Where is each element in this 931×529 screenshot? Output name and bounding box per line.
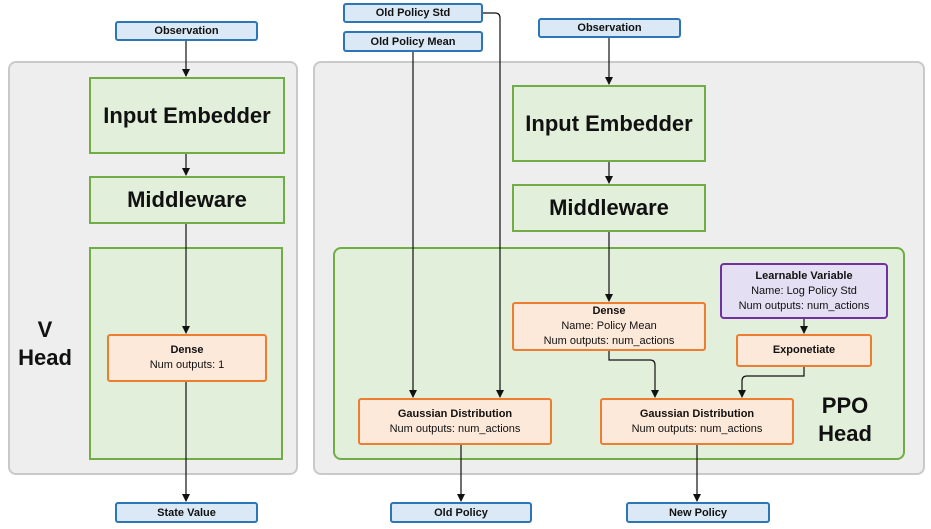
ppo-dense-layer: Dense Name: Policy Mean Num outputs: num… (512, 302, 706, 351)
v-observation-input: Observation (115, 21, 258, 41)
ppo-dense-outputs: Num outputs: num_actions (543, 335, 675, 347)
v-middleware: Middleware (89, 176, 285, 224)
learnable-variable-outputs: Num outputs: num_actions (738, 299, 870, 312)
ppo-input-embedder: Input Embedder (512, 85, 706, 162)
gaussian-old-outputs: Num outputs: num_actions (389, 422, 521, 435)
new-policy-output: New Policy (626, 502, 770, 523)
learnable-variable-title: Learnable Variable (755, 269, 853, 282)
ppo-dense-title: Dense (592, 305, 626, 317)
ppo-head-label-line1: PPO (821, 393, 869, 418)
gaussian-new-outputs: Num outputs: num_actions (631, 422, 763, 435)
v-dense-layer: Dense Num outputs: 1 (107, 334, 267, 382)
ppo-observation-input: Observation (538, 18, 681, 38)
old-policy-output: Old Policy (390, 502, 532, 523)
v-input-embedder: Input Embedder (89, 77, 285, 154)
gaussian-new-title: Gaussian Distribution (639, 407, 755, 420)
ppo-middleware: Middleware (512, 184, 706, 232)
learnable-variable-box: Learnable Variable Name: Log Policy Std … (720, 263, 888, 319)
v-head-label-line1: V (37, 317, 53, 342)
v-head-label-line2: Head (18, 345, 72, 370)
ppo-head-label-line2: Head (818, 421, 872, 446)
learnable-variable-name: Name: Log Policy Std (751, 284, 857, 297)
gaussian-old-box: Gaussian Distribution Num outputs: num_a… (358, 398, 552, 445)
old-policy-mean-input: Old Policy Mean (343, 31, 483, 52)
v-state-value-output: State Value (115, 502, 258, 523)
gaussian-old-title: Gaussian Distribution (397, 407, 513, 420)
ppo-head-label: PPO Head (800, 392, 890, 448)
exponentiate-label: Exponetiate (772, 344, 836, 356)
v-dense-title: Dense (170, 344, 204, 356)
v-dense-outputs: Num outputs: 1 (149, 359, 225, 371)
old-policy-std-input: Old Policy Std (343, 3, 483, 23)
exponentiate-box: Exponetiate (736, 334, 872, 367)
gaussian-new-box: Gaussian Distribution Num outputs: num_a… (600, 398, 794, 445)
ppo-dense-name: Name: Policy Mean (561, 320, 657, 332)
v-head-label: V Head (10, 316, 80, 372)
